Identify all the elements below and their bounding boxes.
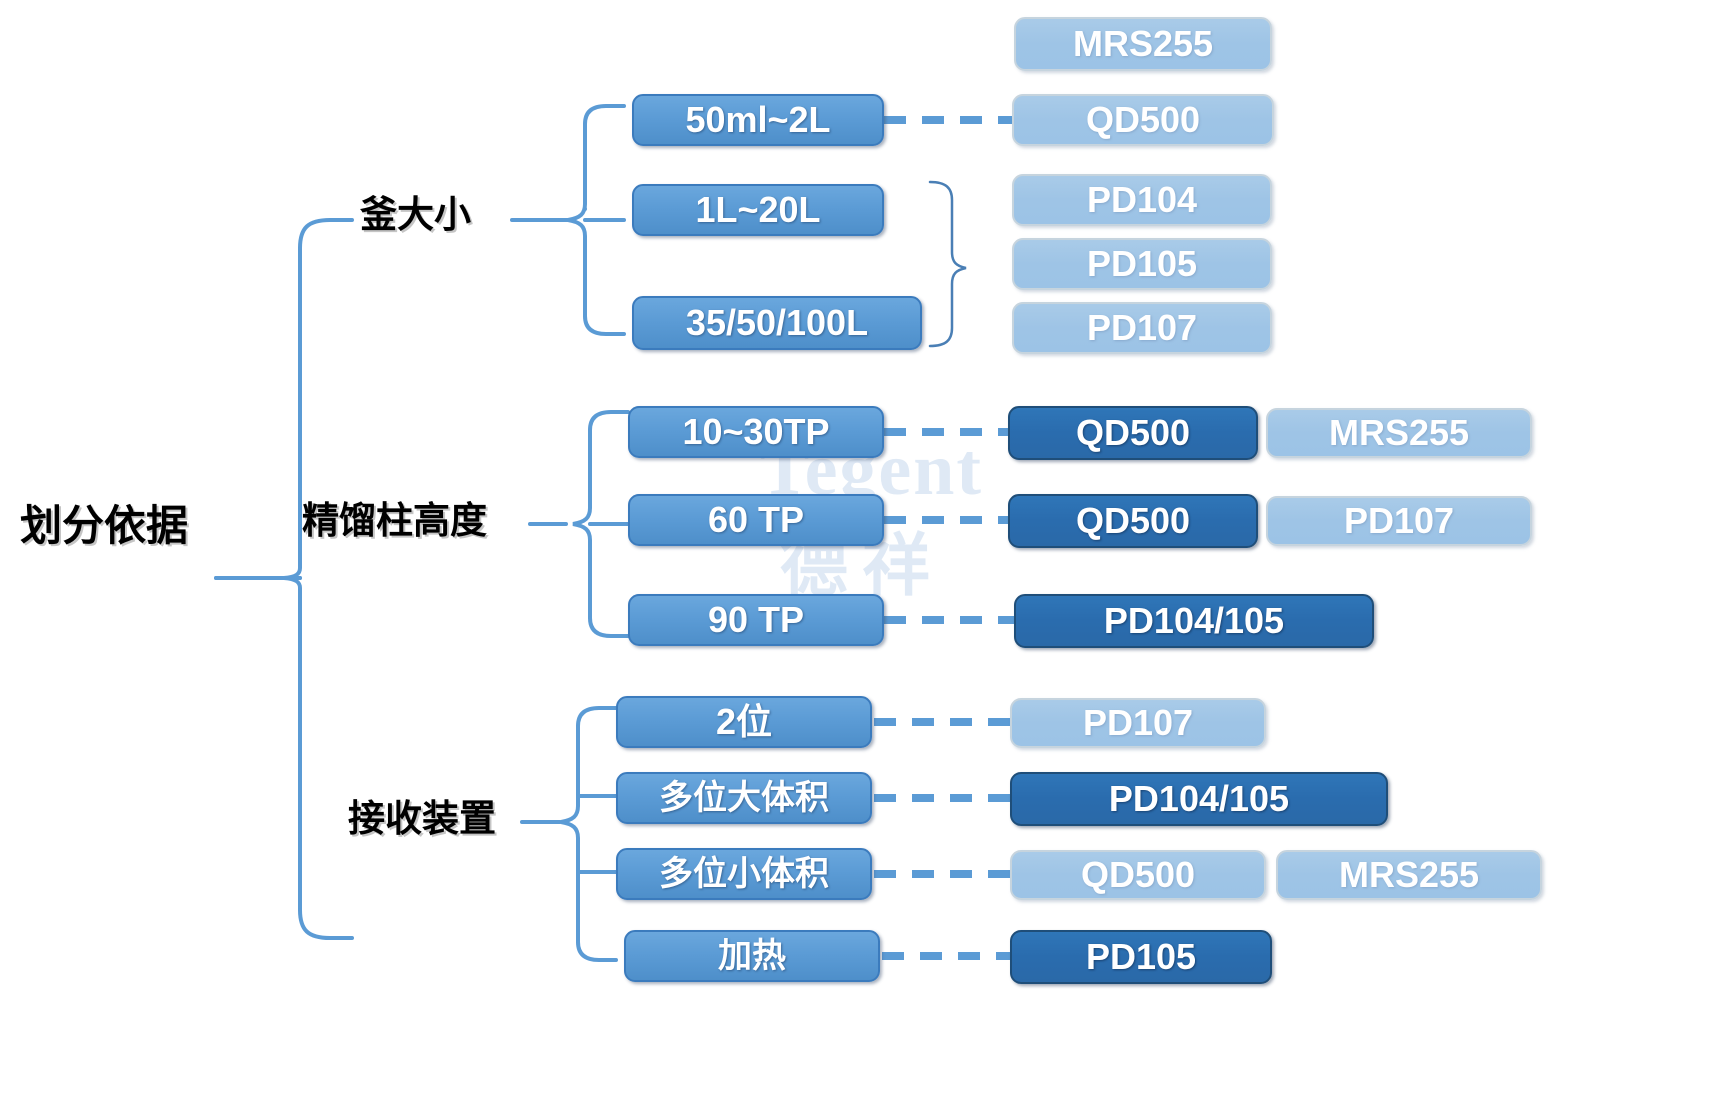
branch-label-column-height[interactable]: 精馏柱高度 — [302, 500, 487, 541]
node-1l-20l[interactable]: 1L~20L — [632, 184, 884, 236]
node-jiare[interactable]: 加热 — [624, 930, 880, 982]
node-2wei[interactable]: 2位 — [616, 696, 872, 748]
product-mrs255-duoweixiao[interactable]: MRS255 — [1276, 850, 1542, 900]
product-pd104-105-duoweida[interactable]: PD104/105 — [1010, 772, 1388, 826]
product-mrs255-10-30tp[interactable]: MRS255 — [1266, 408, 1532, 458]
product-qd500-pot[interactable]: QD500 — [1012, 94, 1274, 146]
node-60tp[interactable]: 60 TP — [628, 494, 884, 546]
product-pd104-105-90tp[interactable]: PD104/105 — [1014, 594, 1374, 648]
node-50ml-2l[interactable]: 50ml~2L — [632, 94, 884, 146]
product-pd107-2wei[interactable]: PD107 — [1010, 698, 1266, 748]
product-qd500-duoweixiao[interactable]: QD500 — [1010, 850, 1266, 900]
node-90tp[interactable]: 90 TP — [628, 594, 884, 646]
product-pd104-pot[interactable]: PD104 — [1012, 174, 1272, 226]
node-10-30tp[interactable]: 10~30TP — [628, 406, 884, 458]
product-pd107-pot[interactable]: PD107 — [1012, 302, 1272, 354]
product-pd107-60tp[interactable]: PD107 — [1266, 496, 1532, 546]
product-qd500-10-30tp[interactable]: QD500 — [1008, 406, 1258, 460]
branch-label-receiver[interactable]: 接收装置 — [348, 798, 496, 839]
root-node[interactable]: 划分依据 — [20, 502, 189, 549]
node-duowei-xiaotiji[interactable]: 多位小体积 — [616, 848, 872, 900]
product-pd105-pot[interactable]: PD105 — [1012, 238, 1272, 290]
product-pd105-jiare[interactable]: PD105 — [1010, 930, 1272, 984]
node-duowei-dativeji[interactable]: 多位大体积 — [616, 772, 872, 824]
product-mrs255-pot[interactable]: MRS255 — [1014, 17, 1272, 71]
product-qd500-60tp[interactable]: QD500 — [1008, 494, 1258, 548]
branch-label-pot-size[interactable]: 釜大小 — [360, 194, 471, 235]
node-35-50-100l[interactable]: 35/50/100L — [632, 296, 922, 350]
